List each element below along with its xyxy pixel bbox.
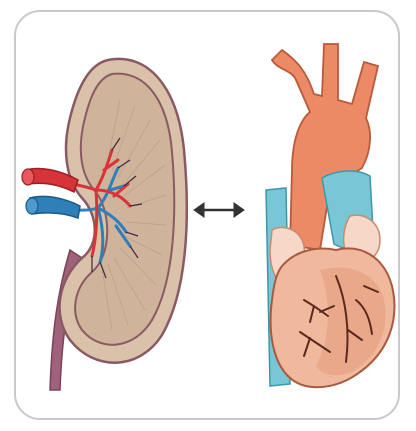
heart-illustration xyxy=(266,44,394,387)
kidney-illustration xyxy=(22,59,187,390)
renal-vein-cut xyxy=(26,198,38,214)
double-headed-arrow xyxy=(194,203,244,217)
renal-artery-cut xyxy=(22,169,34,185)
